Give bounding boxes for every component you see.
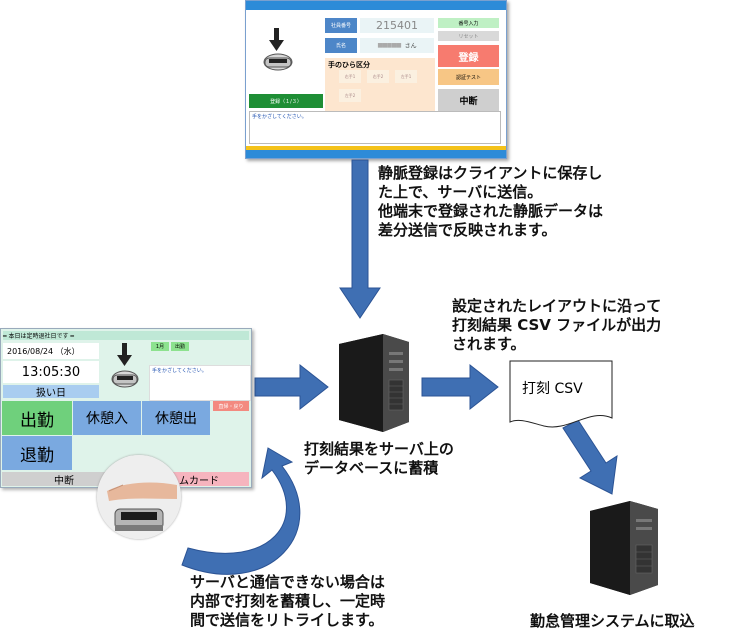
clock-out-button[interactable]: 退勤 — [2, 436, 72, 470]
palm-option-left-2[interactable]: 左手2 — [339, 89, 361, 102]
caption-offline-line-1: サーバと通信できない場合は — [190, 573, 385, 591]
time-clock-screen: ━ 本日は定時退社日です ━ 2016/08/24 （水） 13:05:30 扱… — [0, 328, 252, 488]
arrow-retry-curve — [181, 447, 301, 575]
registration-status-bar: 登録（１/３） — [249, 94, 323, 108]
caption-server-line-1: 打刻結果をサーバ上の — [304, 440, 454, 458]
caption-server: 打刻結果をサーバ上の データベースに蓄積 — [304, 440, 504, 478]
hand-scan-photo — [97, 455, 181, 539]
reset-button[interactable]: リセット — [438, 31, 499, 41]
employee-no-label: 社員番号 — [325, 18, 357, 33]
time-display: 13:05:30 — [3, 361, 99, 383]
caption-registration-line-3: 他端末で登録された静脈データは — [378, 202, 604, 220]
clock-cancel-button[interactable]: 中断 — [2, 472, 126, 487]
register-button[interactable]: 登録 — [438, 45, 499, 67]
caption-import: 勤怠管理システムに取込 — [530, 612, 695, 630]
number-input-button[interactable]: 番号入力 — [438, 18, 499, 28]
caption-registration-line-1: 静脈登録はクライアントに保存し — [378, 164, 603, 182]
caption-registration: 静脈登録はクライアントに保存し た上で、サーバに送信。 他端末で登録された静脈デ… — [378, 164, 678, 240]
caption-csv-line-1: 設定されたレイアウトに沿って — [452, 297, 662, 315]
day-type-badge: 扱い日 — [3, 385, 99, 399]
arrow-clock-to-server — [254, 363, 329, 411]
caption-offline-line-2: 内部で打刻を蓄積し、一定時 — [190, 592, 386, 610]
clock-message-box: 手をかざしてください。 — [149, 365, 251, 401]
clock-in-button[interactable]: 出勤 — [2, 401, 72, 435]
attendance-system-server-icon — [584, 497, 666, 597]
message-text: 手をかざしてください。 — [252, 114, 307, 120]
arrow-server-to-csv — [421, 363, 499, 411]
caption-offline-line-3: 間で送信をリトライします。 — [190, 611, 384, 629]
caption-server-line-2: データベースに蓄積 — [304, 459, 439, 477]
palm-option-left-1[interactable]: 左手1 — [395, 70, 417, 83]
auth-test-button[interactable]: 認証テスト — [438, 69, 499, 85]
palm-section: 手のひら区分 右手1 右手2 左手1 左手2 — [325, 58, 435, 111]
date-display: 2016/08/24 （水） — [3, 343, 99, 359]
break-in-button[interactable]: 休憩入 — [73, 401, 141, 435]
name-label: 氏名 — [325, 38, 357, 53]
arrow-down-to-server — [339, 159, 381, 319]
csv-document-label: 打刻 CSV — [522, 381, 583, 397]
vein-scanner-icon-small — [105, 341, 145, 391]
caption-csv-output: 設定されたレイアウトに沿って 打刻結果 CSV ファイルが出力 されます。 — [452, 297, 735, 354]
caption-offline-retry: サーバと通信できない場合は 内部で打刻を蓄積し、一定時 間で送信をリトライします… — [190, 573, 490, 630]
top-band — [246, 1, 506, 10]
server-icon — [333, 330, 415, 434]
caption-registration-line-2: た上で、サーバに送信。 — [378, 183, 543, 201]
palm-option-right-1[interactable]: 右手1 — [339, 70, 361, 83]
vein-registration-screen: 登録（１/３） 社員番号 215401 氏名 ■■■■■ さん 手のひら区分 右… — [245, 0, 507, 159]
yellow-band — [246, 146, 506, 150]
caption-csv-line-2: 打刻結果 CSV ファイルが出力 — [452, 316, 662, 334]
name-field: ■■■■■ さん — [360, 38, 434, 53]
vein-scanner-icon — [260, 25, 310, 75]
arrow-csv-to-system — [562, 419, 618, 495]
palm-section-label: 手のひら区分 — [328, 61, 370, 69]
month-tab[interactable]: 1月 — [151, 342, 169, 351]
employee-no-field[interactable]: 215401 — [360, 18, 434, 33]
clock-message-text: 手をかざしてください。 — [152, 368, 207, 374]
caption-registration-line-4: 差分送信で反映されます。 — [378, 221, 557, 239]
palm-option-right-2[interactable]: 右手2 — [367, 70, 389, 83]
attendance-tab[interactable]: 出勤 — [171, 342, 189, 351]
message-box: 手をかざしてください。 — [249, 111, 501, 144]
direct-return-button[interactable]: 直帰・戻り — [213, 401, 249, 411]
cancel-button[interactable]: 中断 — [438, 89, 499, 111]
bottom-band — [246, 150, 506, 158]
name-value-redacted: ■■■■■ — [377, 42, 401, 49]
name-suffix: さん — [404, 43, 417, 50]
notice-banner: ━ 本日は定時退社日です ━ — [3, 331, 249, 340]
caption-csv-line-3: されます。 — [452, 335, 526, 353]
break-out-button[interactable]: 休憩出 — [142, 401, 210, 435]
csv-document-icon: 打刻 CSV — [509, 360, 613, 432]
